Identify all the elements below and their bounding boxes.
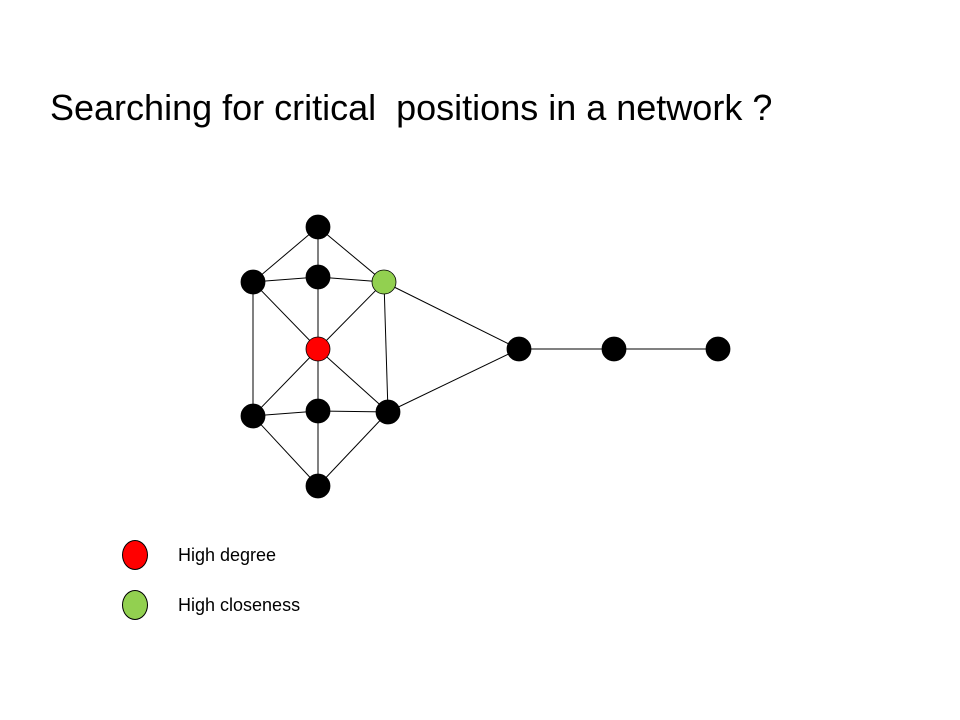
- edge-lower-right-bridge: [387, 348, 520, 413]
- legend-swatch-high-closeness: [122, 590, 148, 620]
- edge-upper-left-center: [252, 281, 319, 350]
- edge-center-lower-left: [252, 348, 319, 417]
- edge-top-upper-left: [252, 226, 319, 283]
- edge-upper-right-lower-right: [383, 281, 389, 413]
- node-lower-right: [375, 399, 401, 425]
- node-bottom: [305, 473, 331, 499]
- legend-label-high-degree: High degree: [178, 544, 277, 565]
- edge-lower-right-bottom: [317, 411, 389, 487]
- edge-upper-right-center: [317, 281, 385, 350]
- node-chain-1: [601, 336, 627, 362]
- node-upper-middle: [305, 264, 331, 290]
- edge-lower-left-bottom: [252, 415, 319, 487]
- node-top: [305, 214, 331, 240]
- node-chain-2: [705, 336, 731, 362]
- node-bridge: [506, 336, 532, 362]
- legend-item-high-closeness: High closeness: [122, 590, 300, 620]
- node-lower-middle: [305, 398, 331, 424]
- node-lower-left: [240, 403, 266, 429]
- legend-item-high-degree: High degree: [122, 540, 276, 570]
- node-upper-left: [240, 269, 266, 295]
- edge-center-lower-right: [317, 348, 389, 413]
- legend-swatch-high-degree: [122, 540, 148, 570]
- edge-upper-right-bridge: [383, 281, 520, 350]
- node-center: [305, 336, 331, 362]
- edge-top-upper-right: [317, 226, 385, 283]
- graph-nodes: [240, 214, 731, 499]
- legend-label-high-closeness: High closeness: [178, 594, 301, 615]
- node-upper-right: [371, 269, 397, 295]
- slide-title: Searching for critical positions in a ne…: [50, 87, 773, 128]
